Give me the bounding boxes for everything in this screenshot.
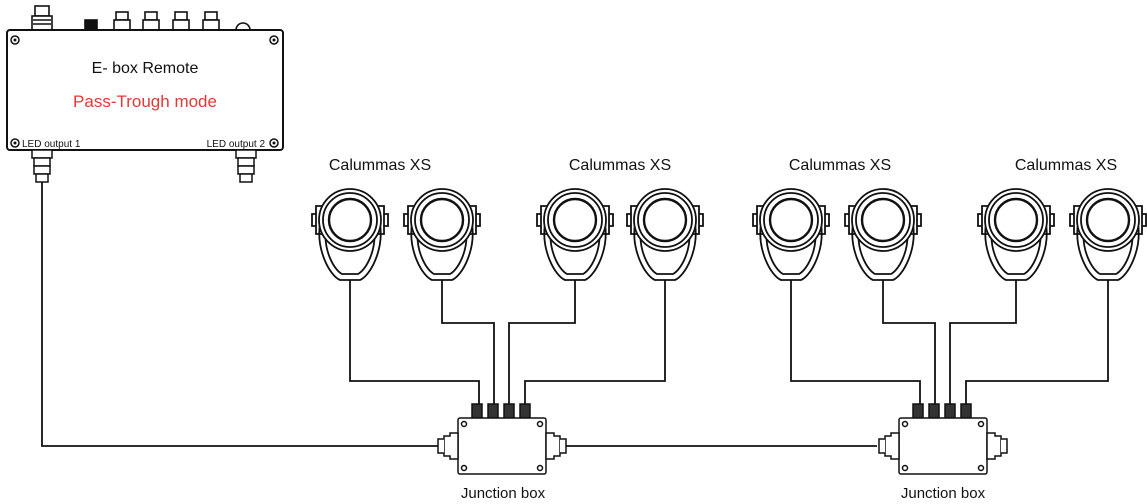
led-output-2-label: LED output 2 <box>207 139 266 150</box>
spotlight-fixture <box>844 188 922 286</box>
junction-box-2 <box>878 403 1008 475</box>
fixture-group-3-label: Calummas XS <box>789 157 891 174</box>
e-box-top-connectors <box>31 5 251 31</box>
led-output-1-label: LED output 1 <box>22 139 81 150</box>
e-box-body <box>6 29 284 151</box>
fixture-group-1-label: Calummas XS <box>329 157 431 174</box>
spotlight-fixture <box>403 188 481 286</box>
spotlight-fixture <box>977 188 1055 286</box>
fixtures <box>311 188 1147 286</box>
fixture-group-4-label: Calummas XS <box>1015 157 1117 174</box>
spotlight-fixture <box>752 188 830 286</box>
led-output-1-connector <box>31 149 53 183</box>
e-box-mode-label: Pass-Trough mode <box>73 92 217 111</box>
main-cables <box>41 182 877 447</box>
junction-box-1 <box>437 403 567 475</box>
spotlight-fixture <box>626 188 704 286</box>
spotlight-fixture <box>536 188 614 286</box>
fixture-group-2-label: Calummas XS <box>569 157 671 174</box>
junction-box-2-label: Junction box <box>901 485 986 502</box>
junction-box-1-label: Junction box <box>461 485 546 502</box>
spotlight-fixture <box>311 188 389 286</box>
fixture-cables <box>349 286 1109 404</box>
e-box-remote: E- box Remote Pass-Trough mode LED outpu… <box>6 5 284 183</box>
spotlight-fixture <box>1069 188 1147 286</box>
led-output-2-connector <box>235 149 257 183</box>
e-box-title: E- box Remote <box>92 60 199 77</box>
